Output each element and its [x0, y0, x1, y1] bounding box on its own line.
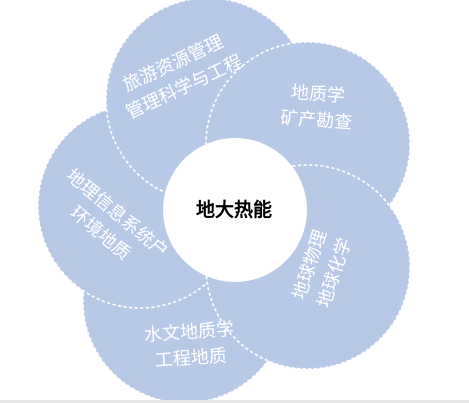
center-hub	[163, 138, 307, 282]
center-label: 地大热能	[195, 199, 272, 221]
petal-top-right-label: 地质学 矿产勘查	[260, 78, 373, 138]
bottom-edge	[0, 400, 469, 403]
petal-bottom-label: 水文地质学 工程地质	[123, 316, 256, 377]
